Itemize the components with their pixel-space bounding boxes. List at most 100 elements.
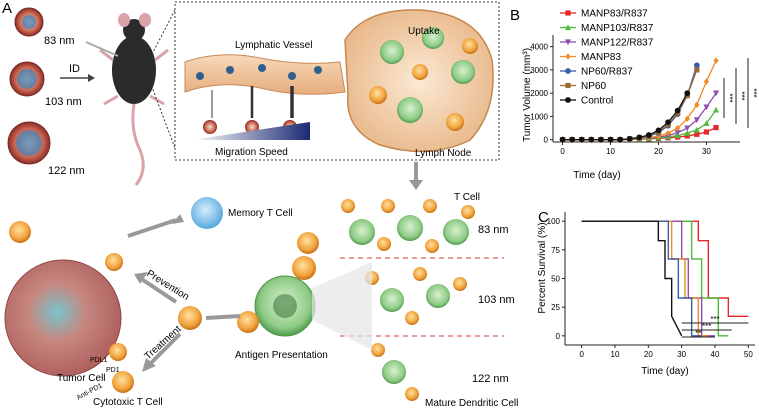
panel-c-letter: C — [538, 209, 549, 226]
zoom-line-bottom — [149, 81, 176, 149]
chart-b-point — [636, 134, 643, 141]
lymph-node — [344, 9, 494, 153]
chart-b-point — [713, 57, 719, 64]
chart-b-point — [684, 133, 690, 139]
survival-chart: C Percent Survival (%) Time (day) 025507… — [537, 209, 755, 377]
lymph-node-label: Lymph Node — [415, 148, 472, 159]
chart-b-point — [713, 106, 720, 113]
chart-c-xtick-label: 20 — [644, 350, 653, 359]
chart-b-point — [626, 135, 633, 142]
chart-b-ytick-label: 1000 — [530, 112, 548, 121]
chart-b-point — [598, 136, 604, 143]
chart-b-point — [675, 124, 681, 132]
chart-c-ytick-label: 0 — [556, 332, 561, 341]
chart-b-point — [665, 119, 671, 126]
tumor-volume-chart: B Tumor Volume (mm³) Time (day) 0 1000 200… — [510, 7, 758, 181]
chart-b-point — [694, 131, 700, 137]
chart-b-point — [684, 90, 691, 97]
chart-b-legend-marker — [565, 10, 571, 16]
chart-b-legend-marker — [565, 68, 571, 74]
panel-b-letter: B — [510, 7, 520, 24]
panel-a: A 83 nm 103 nm 122 nm ID — [2, 0, 518, 409]
chart-b-legend-label: MANP83/R837 — [581, 9, 648, 20]
chart-b-point — [703, 78, 710, 85]
pdl1-label: PDL1 — [90, 357, 108, 364]
chart-b-significance-label: *** — [737, 91, 746, 100]
chart-b-legend-label: MANP122/R837 — [581, 38, 654, 49]
chart-b-xtick-label: 10 — [606, 147, 615, 156]
chart-c-ytick-label: 75 — [551, 246, 560, 255]
chart-b-legend-marker — [565, 39, 571, 46]
mouse-illustration — [85, 13, 169, 186]
chart-c-ytick-label: 50 — [551, 275, 560, 284]
chart-b-point — [684, 115, 690, 122]
chart-b-legend-marker — [565, 82, 571, 89]
memory-t-cell — [191, 197, 223, 229]
chart-c-survival-line — [581, 220, 715, 337]
chart-b-legend-label: NP60 — [581, 81, 606, 92]
helper-t-cell — [297, 232, 319, 254]
chart-b-point — [588, 136, 595, 143]
chart-b-significance-label: *** — [749, 88, 758, 97]
chart-c-survival-line — [581, 220, 683, 337]
chart-b-legend-label: MANP83 — [581, 52, 621, 63]
chart-b-point — [693, 126, 700, 133]
chart-b-legend-label: NP60/R837 — [581, 67, 633, 78]
size-label-122: 122 nm — [48, 165, 85, 177]
chart-b-point — [693, 117, 700, 124]
chart-b-point — [607, 136, 614, 143]
antigen-presentation-label: Antigen Presentation — [235, 350, 328, 361]
chart-b-point — [703, 104, 710, 111]
chart-c-ylabel: Percent Survival (%) — [537, 222, 548, 313]
row-label-122: 122 nm — [472, 373, 509, 385]
chart-b-point — [559, 136, 566, 143]
chart-c-xtick-label: 30 — [677, 350, 686, 359]
chart-c-significance-label: *** — [710, 315, 719, 324]
lymphatic-vessel-label: Lymphatic Vessel — [235, 40, 312, 51]
chart-c-survival-line — [581, 220, 702, 337]
chart-b-point — [645, 132, 652, 138]
uptake-label: Uptake — [408, 26, 440, 37]
chart-b-ytick-label: 0 — [544, 136, 549, 145]
migration-speed-label: Migration Speed — [215, 147, 288, 158]
chart-b-legend-label: Control — [581, 96, 613, 107]
chart-b-point — [694, 101, 700, 108]
chart-b-point — [674, 107, 681, 114]
chart-b-ylabel: Tumor Volume (mm³) — [522, 48, 533, 142]
chart-c-survival-line — [581, 220, 749, 318]
chart-b-xlabel: Time (day) — [573, 170, 620, 181]
dc-to-tcell-arrow — [205, 314, 241, 320]
cytotoxic-t-cell-label: Cytotoxic T Cell — [93, 397, 163, 408]
nanoparticle-103nm — [9, 61, 45, 97]
chart-c-xtick-label: 0 — [579, 350, 584, 359]
chart-b-legend-marker — [565, 53, 571, 60]
chart-b-point — [703, 120, 710, 126]
chart-c-significance-label: *** — [702, 322, 711, 331]
chart-c-survival-line — [581, 220, 709, 337]
chart-b-point — [674, 130, 681, 136]
row-label-103: 103 nm — [478, 294, 515, 306]
chart-b-ytick-label: 2000 — [530, 89, 548, 98]
treatment-arrowhead — [142, 358, 156, 372]
chart-b-ytick-label: 3000 — [530, 66, 548, 75]
memory-arrow — [127, 218, 177, 238]
memory-arrowhead — [172, 214, 184, 224]
prevention-arrowhead — [134, 272, 148, 284]
chart-b-point — [655, 127, 662, 134]
antigen-presenting-dc — [237, 256, 316, 337]
memory-t-cell-label: Memory T Cell — [228, 208, 293, 219]
chart-c-xtick-label: 50 — [744, 350, 753, 359]
dc-row-122nm — [371, 343, 419, 401]
treatment-arrow — [146, 332, 182, 368]
chart-b-point — [617, 136, 624, 143]
chart-b-point — [713, 90, 720, 97]
chart-b-point — [665, 129, 671, 137]
migrating-particle-1 — [203, 120, 217, 134]
dc-row-83nm — [341, 199, 475, 253]
nanoparticle-122nm — [7, 121, 51, 165]
prevention-arrow — [138, 276, 178, 304]
chart-b-legend-marker — [565, 97, 571, 103]
chart-c-significance-label: ** — [695, 329, 701, 338]
tumor-cell-label: Tumor Cell — [57, 373, 106, 384]
cytotoxic-t-cell — [112, 371, 134, 393]
